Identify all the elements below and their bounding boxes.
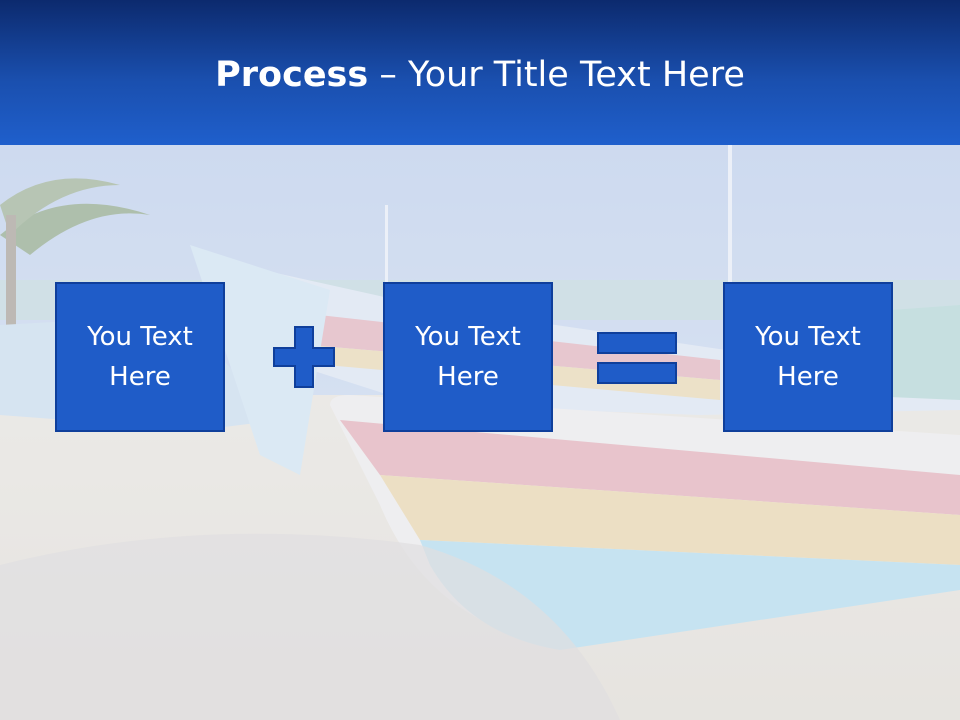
process-box-1-line2: Here [109,362,171,392]
process-box-3-line1: You Text [755,322,861,352]
process-box-2-line1: You Text [415,322,521,352]
process-box-1-line1: You Text [87,322,193,352]
process-box-3-line2: Here [777,362,839,392]
plus-icon [273,326,335,388]
title-bold: Process [215,55,369,95]
slide-title: Process – Your Title Text Here [0,52,960,98]
background-veil [0,145,960,720]
process-box-2-line2: Here [437,362,499,392]
title-bar: Process – Your Title Text Here [0,0,960,145]
equals-icon [597,332,677,384]
title-rest: – Your Title Text Here [368,55,745,95]
